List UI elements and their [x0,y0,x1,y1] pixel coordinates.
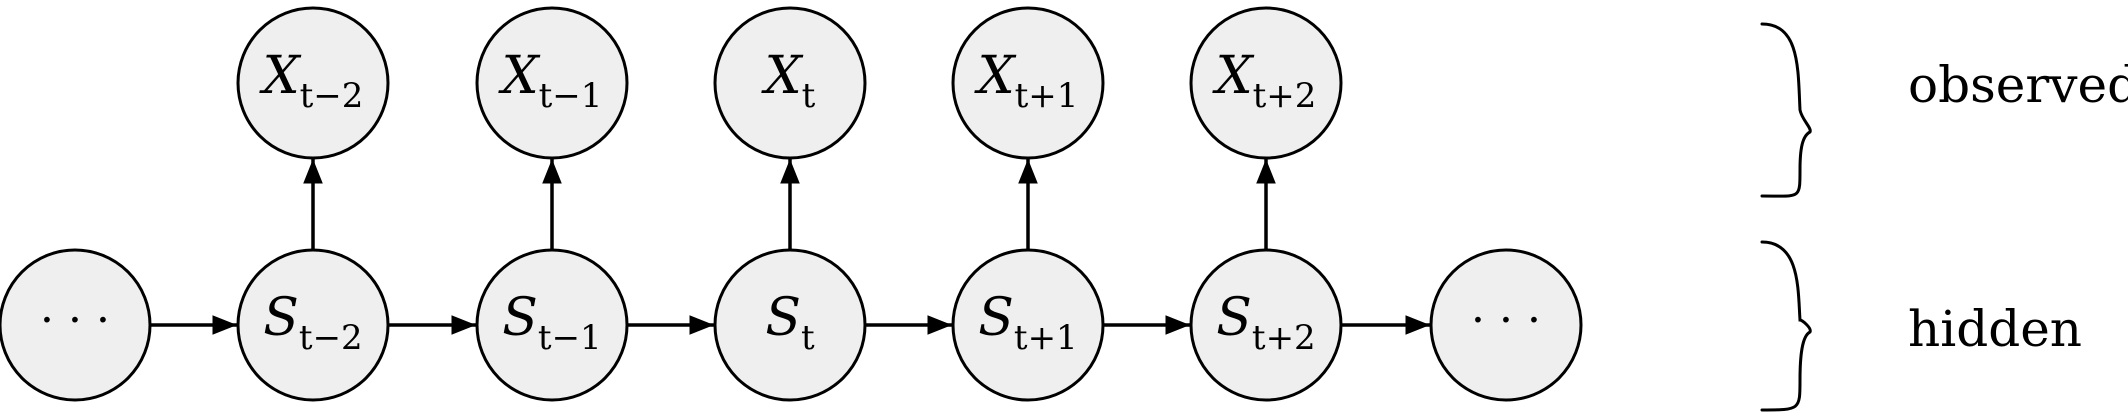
hidden-node: St [713,248,867,402]
node-subscript: t−1 [539,76,603,116]
node-subscript: t+2 [1252,318,1316,358]
node-symbol: X [1212,46,1255,106]
observed-node: Xt [713,6,867,160]
observed-node: Xt+1 [951,6,1105,160]
observed-node-label: Xt+2 [1212,46,1317,116]
node-symbol: S [765,288,801,348]
hidden-brace [1760,240,1812,412]
node-subscript: t+1 [1014,318,1078,358]
hidden-node: St+2 [1189,248,1343,402]
node-subscript: t−2 [300,76,364,116]
observed-layer-label: observed [1908,56,2128,114]
node-subscript: t+1 [1015,76,1079,116]
node-symbol: X [259,46,302,106]
observed-node-label: Xt−2 [259,46,364,116]
hidden-start-node: · · · [0,248,152,402]
node-symbol: X [761,46,804,106]
hidden-row: · · · St−2 St−1 St St+1 [0,248,1583,402]
hidden-end-node: · · · [1429,248,1583,402]
observed-node-label: Xt−1 [498,46,603,116]
node-symbol: X [498,46,541,106]
observed-row: Xt−2 Xt−1 Xt Xt+1 Xt+2 [236,6,1343,160]
hidden-node-label: St−2 [263,288,362,358]
node-symbol: S [502,288,538,348]
hidden-node: St−1 [475,248,629,402]
node-subscript: t−1 [538,318,602,358]
node-subscript: t [802,76,816,116]
hidden-node-label: St−1 [502,288,601,358]
hidden-node-label: St+1 [978,288,1077,358]
ellipsis-label: · · · [40,295,110,346]
node-subscript: t+2 [1253,76,1317,116]
node-subscript: t−2 [299,318,363,358]
observed-brace [1760,22,1812,198]
observed-node: Xt+2 [1189,6,1343,160]
ellipsis-label: · · · [1471,295,1541,346]
node-subscript: t [801,318,815,358]
edges [150,159,1430,335]
node-symbol: X [974,46,1017,106]
observed-node: Xt−1 [475,6,629,160]
node-symbol: S [263,288,299,348]
observed-node: Xt−2 [236,6,390,160]
observed-node-label: Xt+1 [974,46,1079,116]
node-symbol: S [978,288,1014,348]
node-symbol: S [1216,288,1252,348]
hidden-node-label: St [765,288,815,358]
hidden-node: St+1 [951,248,1105,402]
hidden-layer-label: hidden [1908,300,2082,358]
observed-node-label: Xt [761,46,816,116]
hidden-node: St−2 [236,248,390,402]
hidden-node-label: St+2 [1216,288,1315,358]
